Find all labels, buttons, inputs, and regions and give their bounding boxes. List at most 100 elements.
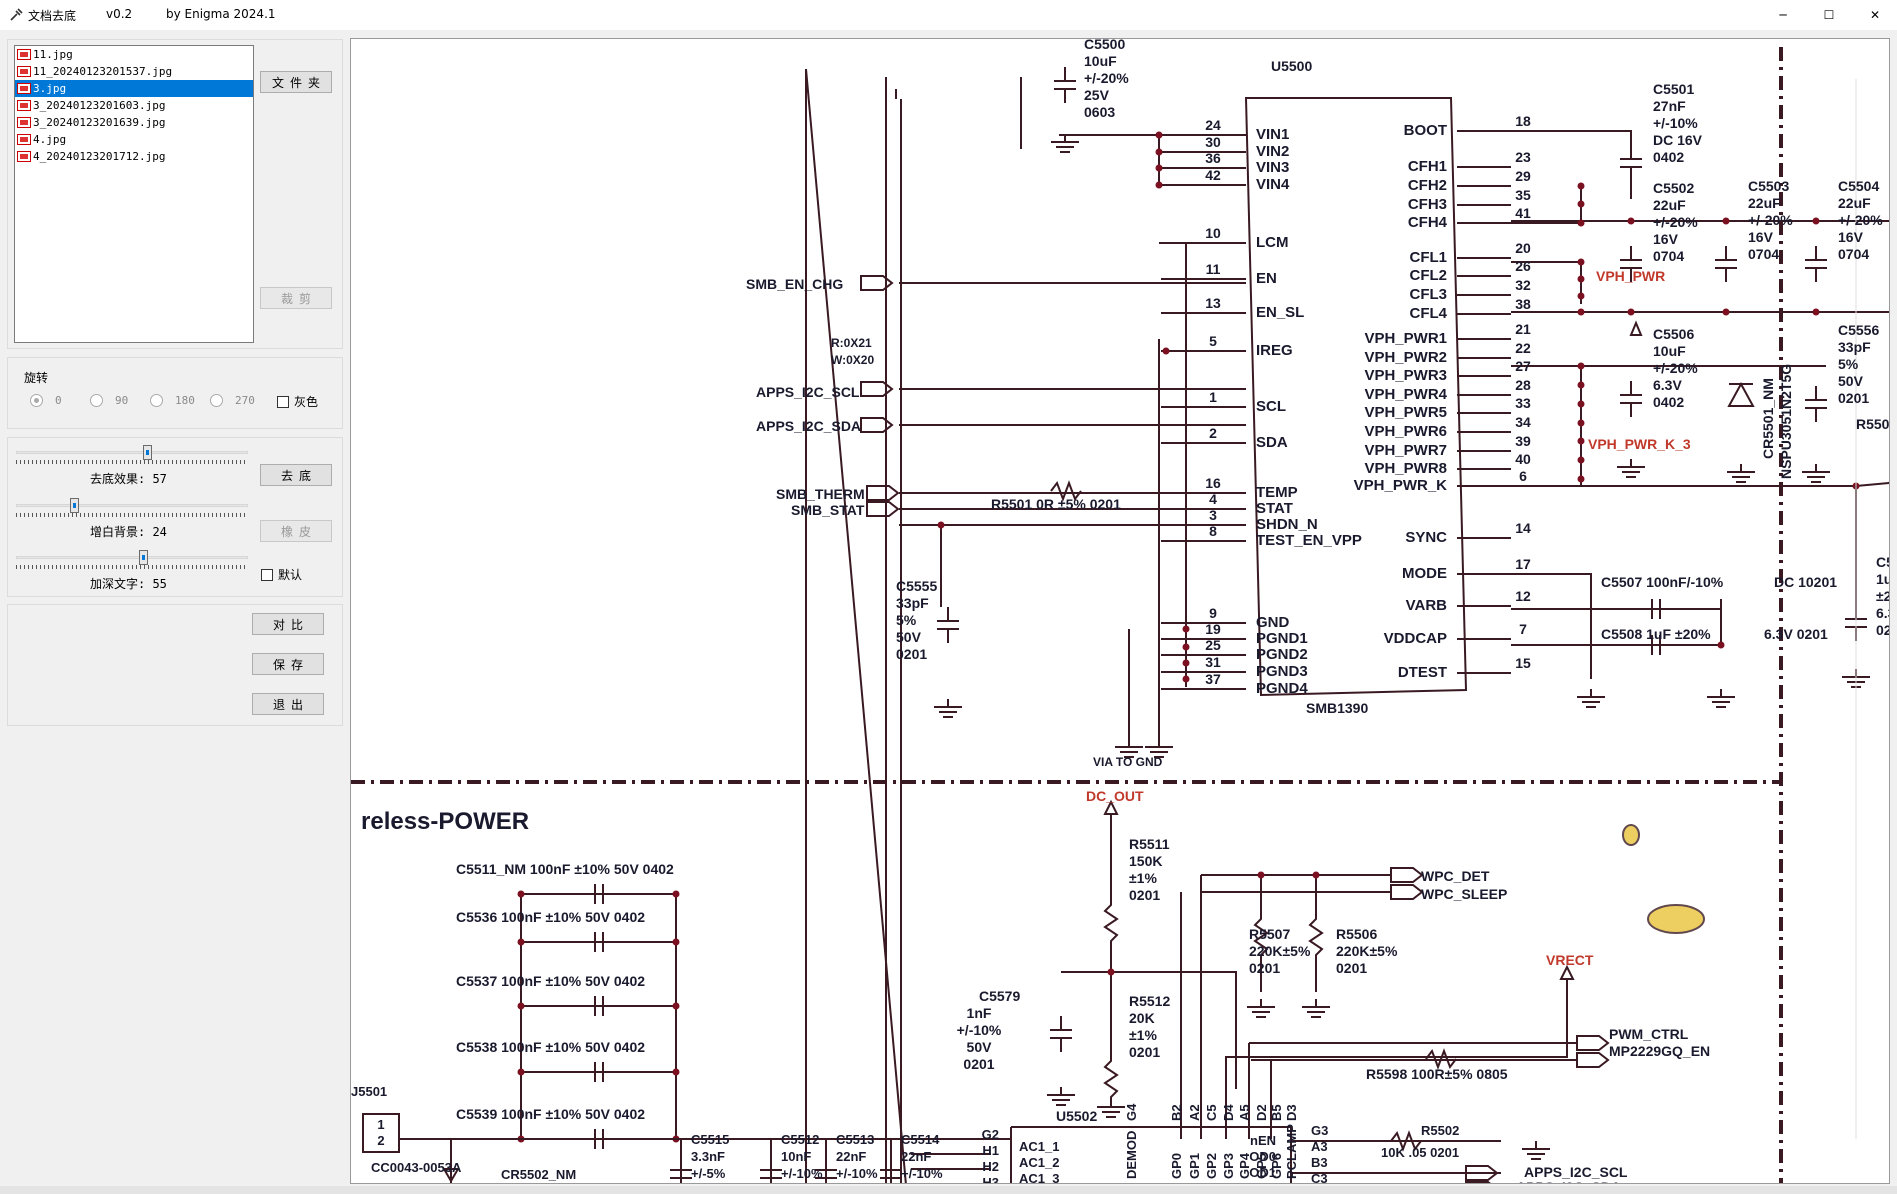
schematic-label: 50V bbox=[1838, 373, 1864, 389]
schematic-label: nEN bbox=[1250, 1133, 1276, 1148]
schematic-label: DEMOD bbox=[1124, 1131, 1139, 1179]
capacitor-symbol bbox=[1805, 386, 1827, 422]
slider-thumb[interactable] bbox=[143, 445, 153, 460]
schematic-label: 6.3V bbox=[1653, 377, 1682, 393]
radio-dot[interactable] bbox=[30, 394, 43, 407]
file-list-item[interactable]: 11_20240123201537.jpg bbox=[15, 63, 253, 80]
junction-dot bbox=[1257, 871, 1265, 879]
close-button[interactable]: ✕ bbox=[1852, 0, 1897, 30]
crop-button[interactable]: 裁剪 bbox=[260, 287, 332, 309]
schematic-label: C5556 bbox=[1838, 322, 1879, 338]
schematic-label: 50V bbox=[901, 1183, 924, 1184]
schematic-label: WPC_DET bbox=[1421, 868, 1490, 884]
schematic-label: GP6 bbox=[1269, 1153, 1284, 1179]
slider-0[interactable] bbox=[16, 443, 248, 469]
file-name: 4.jpg bbox=[33, 133, 67, 146]
ground-symbol bbox=[1727, 464, 1755, 483]
schematic-label: 22nF bbox=[836, 1149, 866, 1164]
wire bbox=[1061, 971, 1237, 1089]
power-arrow bbox=[1629, 320, 1643, 336]
slider-track[interactable] bbox=[16, 451, 248, 454]
net-port bbox=[860, 381, 894, 397]
gray-checkbox[interactable]: 灰色 bbox=[277, 393, 318, 410]
junction-dot bbox=[517, 1068, 525, 1076]
schematic-label: +/-10% bbox=[1653, 115, 1698, 131]
net-port bbox=[1390, 884, 1424, 900]
default-checkbox-box[interactable] bbox=[261, 568, 273, 581]
folder-button[interactable]: 文件夹 bbox=[260, 71, 332, 93]
power-arrow bbox=[1103, 799, 1119, 815]
schematic-label: PGND2 bbox=[1256, 646, 1308, 663]
radio-dot[interactable] bbox=[150, 394, 163, 407]
file-list-item[interactable]: 3_20240123201603.jpg bbox=[15, 97, 253, 114]
rotate-radio-270[interactable]: 270 bbox=[210, 394, 255, 407]
remove-bg-button[interactable]: 去底 bbox=[260, 464, 332, 486]
minimize-button[interactable]: ─ bbox=[1760, 0, 1806, 30]
schematic-label: 22uF bbox=[1653, 197, 1686, 213]
schematic-label: C5514 bbox=[901, 1132, 940, 1147]
file-list-item[interactable]: 3_20240123201639.jpg bbox=[15, 114, 253, 131]
schematic-label: 18 bbox=[1515, 113, 1531, 129]
schematic-label: 2 bbox=[1209, 425, 1217, 441]
eraser-button[interactable]: 橡皮 bbox=[260, 520, 332, 542]
schematic-label: 15 bbox=[1515, 655, 1531, 671]
file-list-item[interactable]: 4_20240123201712.jpg bbox=[15, 148, 253, 165]
window-author: by Enigma 2024.1 bbox=[166, 7, 276, 21]
junction-dot bbox=[1155, 181, 1163, 189]
schematic-label: 27nF bbox=[1653, 98, 1686, 114]
rotate-radio-90[interactable]: 90 bbox=[90, 394, 128, 407]
default-checkbox[interactable]: 默认 bbox=[261, 566, 302, 583]
compare-button[interactable]: 对比 bbox=[252, 613, 324, 635]
schematic-label: GP2 bbox=[1204, 1153, 1219, 1179]
exit-button[interactable]: 退出 bbox=[252, 693, 324, 715]
rotate-radio-0[interactable]: 0 bbox=[30, 394, 62, 407]
schematic-label: SHDN_N bbox=[1256, 516, 1318, 533]
junction-dot bbox=[1577, 292, 1585, 300]
schematic-label: C5511_NM 100nF ±10% 50V 0402 bbox=[456, 861, 674, 877]
schematic-label: R5507 bbox=[1249, 926, 1290, 942]
slider-track[interactable] bbox=[16, 504, 248, 507]
schematic-label: ±20% bbox=[1876, 588, 1890, 604]
u5502-body bbox=[1010, 1126, 1292, 1183]
schematic-label: 4 bbox=[1209, 491, 1217, 507]
schematic-label: VARB bbox=[1406, 597, 1448, 614]
schematic-label: SCL bbox=[1256, 398, 1286, 415]
schematic-label: C5 bbox=[1204, 1104, 1219, 1121]
schematic-label: 29 bbox=[1515, 168, 1531, 184]
schematic-label: 10uF bbox=[1653, 343, 1686, 359]
slider-2[interactable] bbox=[16, 548, 248, 574]
schematic-label: 26 bbox=[1515, 258, 1531, 274]
file-list-item[interactable]: 4.jpg bbox=[15, 131, 253, 148]
junction-dot bbox=[672, 1002, 680, 1010]
slider-ticks bbox=[16, 513, 248, 517]
schematic-label: CFH1 bbox=[1408, 158, 1447, 175]
gray-checkbox-box[interactable] bbox=[277, 395, 289, 408]
maximize-button[interactable]: ☐ bbox=[1806, 0, 1852, 30]
rotate-group bbox=[7, 357, 343, 429]
schematic-label: SDA bbox=[1256, 434, 1288, 451]
schematic-label: U5500 bbox=[1271, 58, 1312, 74]
slider-thumb[interactable] bbox=[69, 498, 79, 513]
slider-track[interactable] bbox=[16, 556, 248, 559]
schematic-label: 220K±5% bbox=[1249, 943, 1311, 959]
save-button[interactable]: 保存 bbox=[252, 653, 324, 675]
file-list-item[interactable]: 3.jpg bbox=[15, 80, 253, 97]
schematic-label: NSPU3051N2T5G bbox=[1778, 364, 1794, 479]
capacitor-symbol bbox=[581, 996, 617, 1016]
file-list-item[interactable]: 11.jpg bbox=[15, 46, 253, 63]
slider-1[interactable] bbox=[16, 496, 248, 522]
rotate-radio-180[interactable]: 180 bbox=[150, 394, 195, 407]
radio-dot[interactable] bbox=[210, 394, 223, 407]
schematic-label: PWM_CTRL bbox=[1609, 1026, 1689, 1042]
slider-thumb[interactable] bbox=[138, 550, 148, 565]
radio-dot[interactable] bbox=[90, 394, 103, 407]
net-port bbox=[1390, 867, 1424, 883]
schematic-label: 16V bbox=[1653, 231, 1679, 247]
default-checkbox-label: 默认 bbox=[278, 568, 303, 582]
schematic-label: VDDCAP bbox=[1384, 630, 1447, 647]
schematic-label: 22nF bbox=[901, 1149, 931, 1164]
image-file-icon bbox=[17, 151, 31, 162]
wire bbox=[1020, 77, 1160, 185]
